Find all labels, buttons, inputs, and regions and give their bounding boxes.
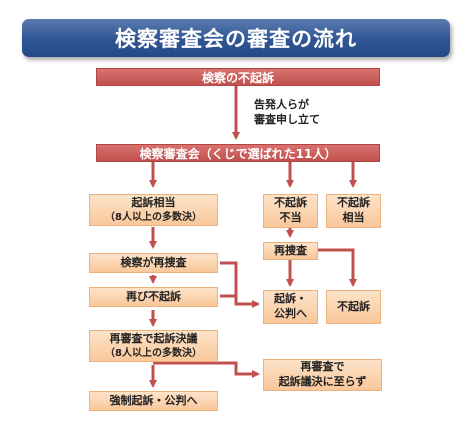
arrow-saisousa-to-fukiso bbox=[317, 248, 357, 287]
sai-shinsa-ketsugi-line-1: 再審査で起訴決議 bbox=[109, 331, 198, 345]
committee-bar: 検察審査会（くじで選ばれた11人） bbox=[96, 144, 380, 162]
sai-shinsa-fuketsugi-line-2: 起訴議決に至らず bbox=[278, 375, 367, 388]
kyousei-kiso-label: 強制起訴・公判へ bbox=[109, 393, 198, 407]
fukiso-result-label: 不起訴 bbox=[337, 299, 370, 313]
page-title: 検察審査会の審査の流れ bbox=[22, 19, 450, 57]
kiso-kouhan-line-1: 起訴・ bbox=[274, 292, 307, 306]
box-kyousei-kiso: 強制起訴・公判へ bbox=[89, 391, 218, 411]
application-note-line-2: 審査申し立て bbox=[254, 113, 320, 127]
fukiso-futou-line-1: 不起訴 bbox=[274, 196, 307, 210]
arrow-saisousa-to-kiso-kouhan bbox=[220, 261, 260, 308]
box-kensatsu-saisousa: 検察が再捜査 bbox=[89, 253, 218, 273]
saisousa-label: 再捜査 bbox=[274, 243, 307, 257]
box-sai-shinsa-ketsugi: 再審査で起訴決議 （8人以上の多数決） bbox=[89, 330, 218, 362]
box-fukiso-result: 不起訴 bbox=[326, 290, 381, 324]
application-note-line-1: 告発人らが bbox=[254, 98, 309, 111]
kiso-soutou-line-1: 起訴相当 bbox=[131, 195, 176, 209]
box-futatabi-fukiso: 再び不起訴 bbox=[89, 287, 218, 307]
kiso-soutou-line-2: （8人以上の多数決） bbox=[105, 211, 202, 223]
box-saisousa: 再捜査 bbox=[263, 242, 318, 260]
arrow-to-sai-shinsa-fuketsugi bbox=[153, 361, 260, 378]
top-bar-fukiso: 検察の不起訴 bbox=[96, 68, 380, 86]
kiso-kouhan-line-2: 公判へ bbox=[274, 307, 307, 320]
box-kiso-soutou: 起訴相当 （8人以上の多数決） bbox=[89, 194, 218, 226]
fukiso-soutou-line-1: 不起訴 bbox=[337, 196, 370, 210]
kensatsu-saisousa-label: 検察が再捜査 bbox=[120, 255, 187, 269]
application-note: 告発人らが 審査申し立て bbox=[254, 97, 320, 128]
sai-shinsa-fuketsugi-line-1: 再審査で bbox=[300, 360, 345, 374]
fukiso-soutou-line-2: 相当 bbox=[342, 211, 365, 224]
box-fukiso-futou: 不起訴 不当 bbox=[263, 194, 318, 228]
sai-shinsa-ketsugi-line-2: （8人以上の多数決） bbox=[105, 347, 202, 359]
box-fukiso-soutou: 不起訴 相当 bbox=[326, 194, 381, 228]
box-kiso-kouhan: 起訴・ 公判へ bbox=[263, 290, 318, 324]
futatabi-fukiso-label: 再び不起訴 bbox=[126, 289, 181, 303]
box-sai-shinsa-fuketsugi: 再審査で 起訴議決に至らず bbox=[263, 359, 382, 391]
fukiso-futou-line-2: 不当 bbox=[279, 211, 302, 224]
